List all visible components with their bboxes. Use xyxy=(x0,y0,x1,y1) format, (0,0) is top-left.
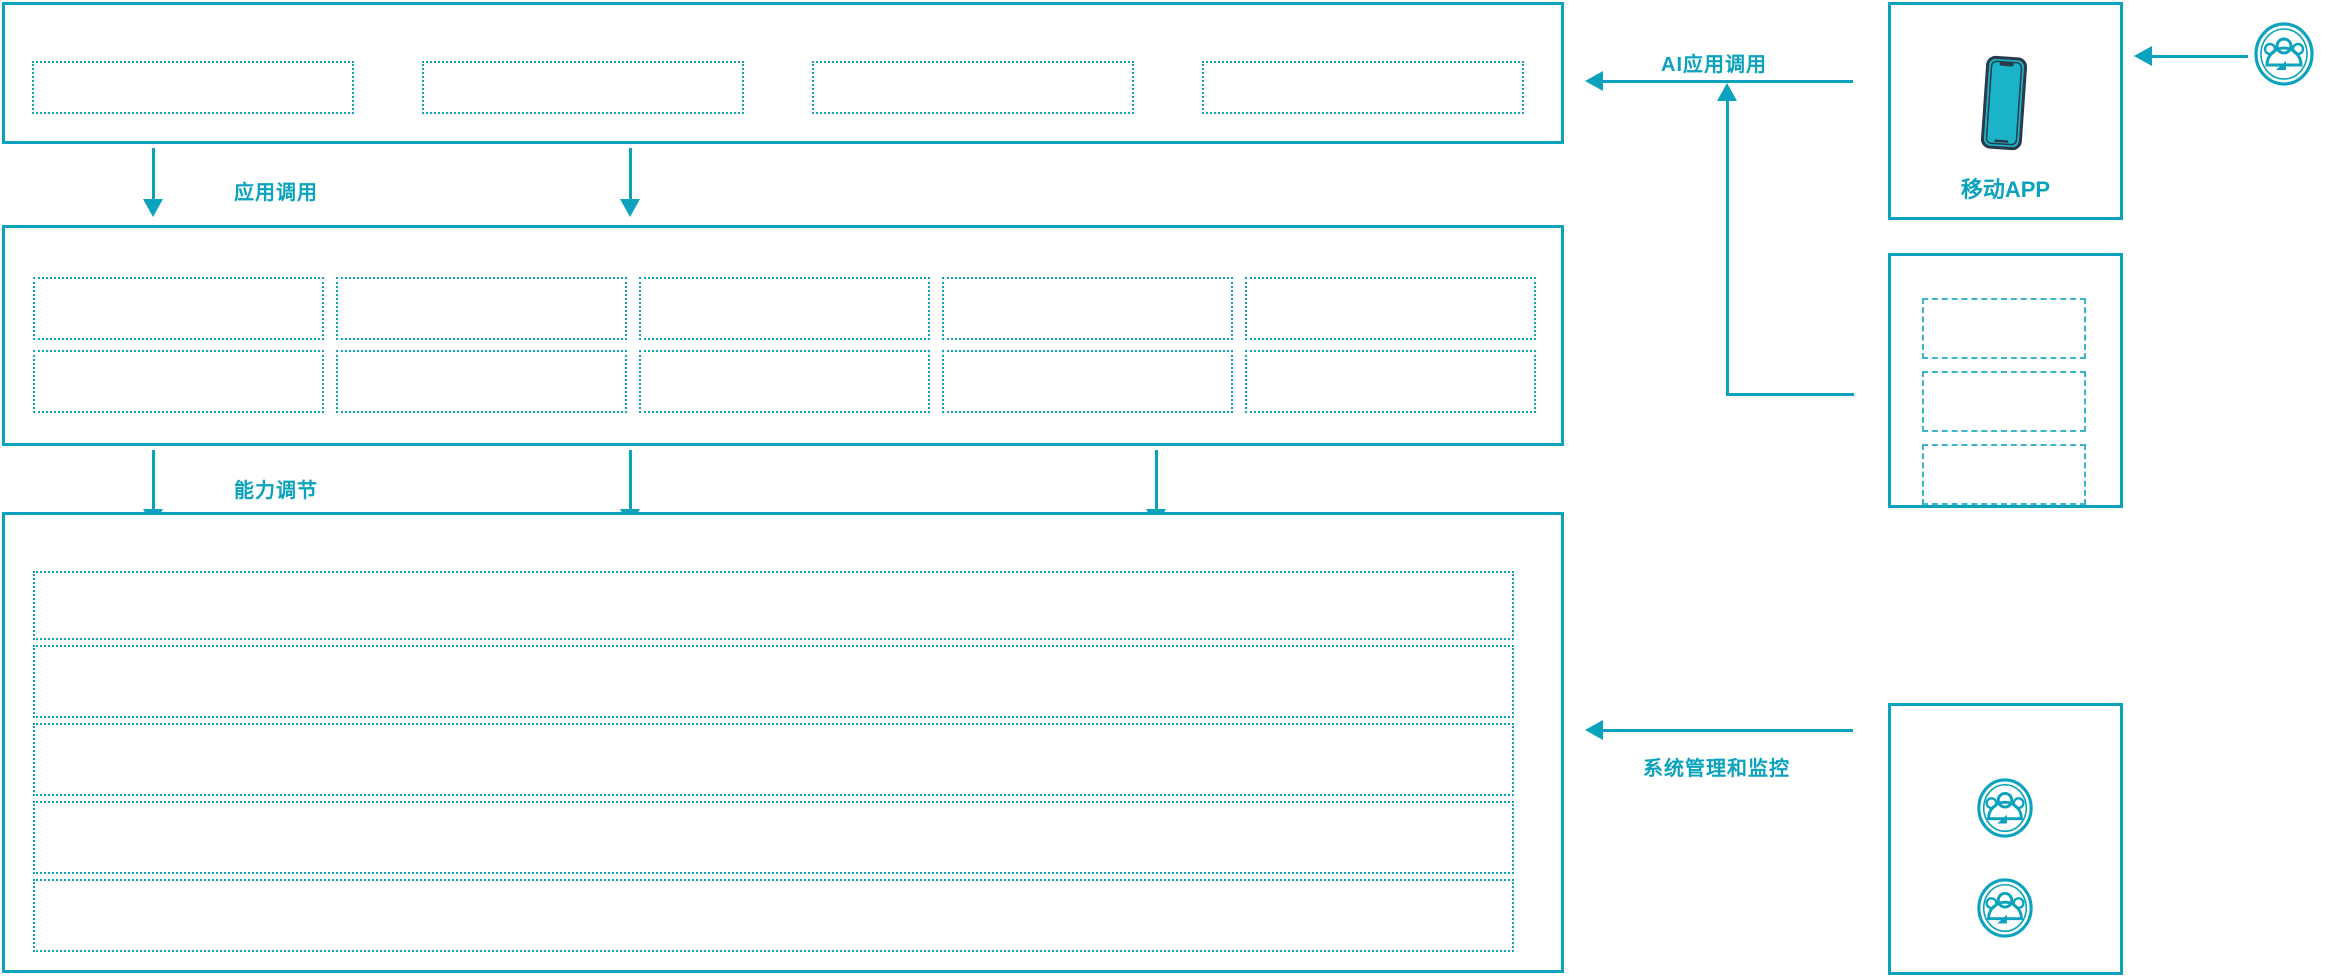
capability-layer-cell-2-1[interactable] xyxy=(33,350,324,413)
flow-capability-arrow-2 xyxy=(620,450,640,527)
capability-layer-cell-1-1[interactable] xyxy=(33,277,324,340)
application-layer-container[interactable] xyxy=(2,2,1564,144)
capability-layer-cell-2-3[interactable] xyxy=(639,350,930,413)
flow-capability-label: 能力调节 xyxy=(234,480,318,502)
application-layer-cell-2[interactable] xyxy=(422,61,744,114)
flow-capability-arrow-1 xyxy=(143,450,163,527)
capability-layer-cell-2-4[interactable] xyxy=(942,350,1233,413)
flow-ai-app-call-elbow xyxy=(1726,393,1854,396)
platform-layer-container[interactable] xyxy=(2,512,1564,973)
capability-layer-cell-1-3[interactable] xyxy=(639,277,930,340)
channel-panel-cell-3[interactable] xyxy=(1922,444,2086,505)
capability-layer-cell-1-5[interactable] xyxy=(1245,277,1536,340)
mobile-app-panel-caption: 移动APP xyxy=(1960,177,2051,202)
smartphone-icon xyxy=(1968,52,2040,154)
platform-layer-row-2[interactable] xyxy=(33,645,1514,718)
flow-sys-monitor-label: 系统管理和监控 xyxy=(1643,758,1790,780)
flow-sys-monitor-arrow xyxy=(1585,720,1853,740)
capability-layer-cell-1-4[interactable] xyxy=(942,277,1233,340)
platform-layer-row-5[interactable] xyxy=(33,879,1514,952)
platform-layer-row-4[interactable] xyxy=(33,801,1514,874)
external-user-icon xyxy=(2252,22,2316,86)
channel-panel-cell-1[interactable] xyxy=(1922,298,2086,359)
flow-ai-app-call-riser xyxy=(1717,83,1737,396)
application-layer-cell-1[interactable] xyxy=(32,61,354,114)
platform-layer-row-3[interactable] xyxy=(33,723,1514,796)
user-group-icon-1 xyxy=(1974,777,2036,839)
platform-layer-row-1[interactable] xyxy=(33,571,1514,640)
capability-layer-cell-2-5[interactable] xyxy=(1245,350,1536,413)
flow-capability-arrow-3 xyxy=(1146,450,1166,527)
channel-panel-cell-2[interactable] xyxy=(1922,371,2086,432)
channel-panel[interactable] xyxy=(1888,253,2123,508)
capability-layer-cell-2-2[interactable] xyxy=(336,350,627,413)
capability-layer-cell-1-2[interactable] xyxy=(336,277,627,340)
application-layer-cell-3[interactable] xyxy=(812,61,1134,114)
flow-ai-app-call-label: AI应用调用 xyxy=(1661,54,1767,76)
user-group-icon-2 xyxy=(1974,877,2036,939)
external-user-to-mobile-arrow xyxy=(2134,46,2248,66)
users-panel[interactable] xyxy=(1888,703,2123,975)
application-layer-cell-4[interactable] xyxy=(1202,61,1524,114)
flow-ai-app-call-arrow xyxy=(1585,71,1853,91)
flow-app-call-arrow-left xyxy=(143,148,163,217)
capability-layer-container[interactable] xyxy=(2,225,1564,446)
flow-app-call-arrow-right xyxy=(620,148,640,217)
flow-app-call-label: 应用调用 xyxy=(234,182,318,204)
